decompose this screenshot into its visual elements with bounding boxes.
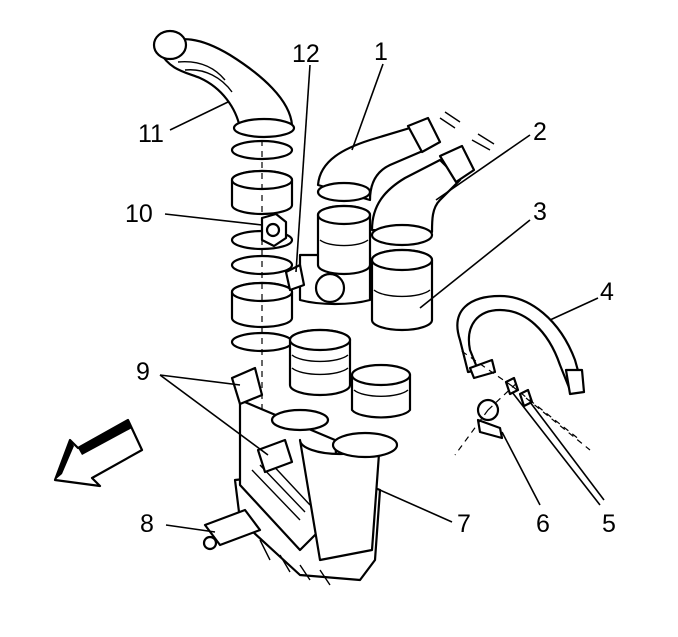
callout-8: 8	[140, 510, 154, 538]
part-7-lower-housing	[233, 398, 399, 586]
callout-10: 10	[125, 200, 153, 228]
leader-10	[164, 213, 263, 226]
leader-9b	[159, 374, 269, 456]
part-1-duct	[316, 111, 461, 276]
callout-labels: 1 2 3 4 5 6 7 8 9 10 11 12	[125, 38, 616, 538]
part-8-mount	[202, 508, 262, 551]
callout-1: 1	[374, 38, 388, 66]
part-2-duct	[370, 133, 495, 332]
part-10-sensor	[260, 212, 288, 248]
callout-7: 7	[457, 510, 471, 538]
leader-5a	[511, 391, 601, 506]
part-9-brackets	[230, 366, 294, 474]
leader-11	[169, 101, 229, 131]
callout-6: 6	[536, 510, 550, 538]
callout-3: 3	[533, 198, 547, 226]
leader-12	[295, 64, 311, 273]
callout-9: 9	[136, 358, 150, 386]
callout-11: 11	[138, 120, 164, 148]
leader-9a	[159, 374, 241, 386]
part-5-fasteners	[459, 349, 591, 451]
callout-12: 12	[292, 40, 320, 68]
leader-lines	[159, 63, 605, 533]
callout-4: 4	[600, 278, 614, 306]
callout-2: 2	[533, 118, 547, 146]
part-4-bracket	[456, 294, 586, 396]
leader-1	[351, 63, 384, 151]
leader-5b	[529, 401, 605, 501]
callout-5: 5	[602, 510, 616, 538]
leader-8	[165, 524, 216, 533]
leader-7	[379, 489, 453, 523]
forward-direction-arrow-icon	[53, 418, 144, 488]
leader-6	[501, 431, 541, 506]
leader-4	[549, 297, 599, 321]
part-11-upper-duct	[152, 29, 296, 139]
leader-2	[435, 134, 531, 201]
leader-3	[419, 219, 531, 309]
part-6-clamp	[454, 379, 521, 456]
